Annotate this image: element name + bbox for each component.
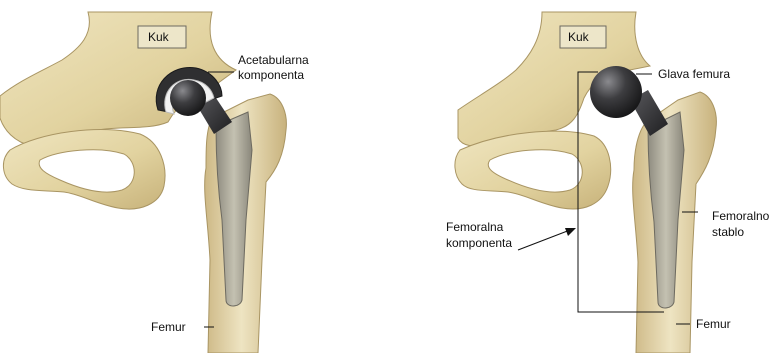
right-hip-label: Kuk xyxy=(568,30,590,44)
left-panel: Kuk Acetabularna komponenta Femur xyxy=(0,12,309,353)
left-acetabular-label-line2: komponenta xyxy=(238,68,304,82)
left-femoral-head xyxy=(170,80,206,116)
left-femur-label: Femur xyxy=(151,320,186,334)
right-femoral-head xyxy=(590,66,642,118)
right-stem-label-line1: Femoralno xyxy=(712,209,770,223)
right-stem-label-line2: stablo xyxy=(712,225,744,239)
left-pelvis-ring xyxy=(3,130,165,209)
right-femoral-component-label-line2: komponenta xyxy=(446,236,512,250)
right-femoral-component-arrowhead xyxy=(565,228,576,236)
left-hip-label: Kuk xyxy=(148,30,170,44)
right-head-label: Glava femura xyxy=(658,67,730,81)
right-femur-label: Femur xyxy=(696,317,731,331)
right-femoral-component-arrow-line xyxy=(518,230,570,250)
left-acetabular-label-line1: Acetabularna xyxy=(238,53,309,67)
right-pelvis-ring xyxy=(455,131,611,209)
right-panel: Kuk Glava femura Femoralna komponenta Fe… xyxy=(446,12,770,353)
right-femoral-component-label-line1: Femoralna xyxy=(446,220,504,234)
